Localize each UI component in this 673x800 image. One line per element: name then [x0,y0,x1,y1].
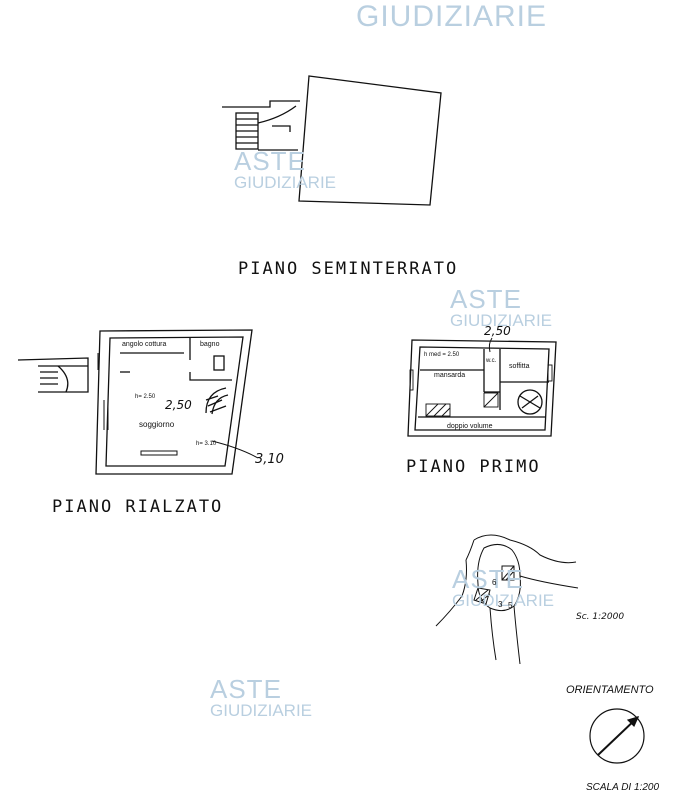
site-map [435,534,579,665]
site-plot-6: 6 [492,578,497,587]
rialzato-stair [205,387,229,415]
room-label-bagno: bagno [200,341,220,348]
watermark-brand-top: ASTE [450,284,522,314]
handwritten-primo-250: 2,50 [484,324,511,338]
primo-hatch [409,364,553,417]
rialzato-inner [105,336,244,467]
handwritten-250: 2,50 [165,398,192,412]
watermark-4: ASTE GIUDIZIARIE [210,676,312,719]
floor-title-seminterrato: PIANO SEMINTERRATO [238,259,459,279]
floor-title-primo: PIANO PRIMO [406,457,541,477]
seminterrato-stair [222,100,300,151]
room-label-angolo-cottura: angolo cottura [122,341,167,348]
primo-stair [517,389,543,415]
rialzato-partitions [120,338,232,381]
room-label-doppio-volume: doppio volume [447,423,493,430]
compass-icon [589,708,645,764]
rialzato-windows [97,353,178,456]
watermark-brand-top: ASTE [452,564,524,594]
scale-label: SCALA DI 1:200 [586,782,660,793]
rialzato-dim-arrow [211,440,259,459]
watermark-3: ASTE GIUDIZIARIE [452,566,554,609]
floor-title-rialzato: PIANO RIALZATO [52,497,224,517]
watermark-brand-bottom: GIUDIZIARIE [210,701,313,720]
watermark-brand-top: ASTE [234,146,306,176]
room-label-mansarda: mansarda [434,372,466,379]
room-label-soggiorno: soggiorno [139,420,175,429]
watermark-brand-top: ASTE [210,674,282,704]
orientamento-label: ORIENTAMENTO [566,684,654,696]
watermark-brand-bottom: GIUDIZIARIE [452,591,555,610]
seminterrato-outline [298,75,442,206]
watermark-1: ASTE GIUDIZIARIE [234,148,336,191]
height-label-med: h med = 2.50 [424,352,460,358]
watermark-top: GIUDIZIARIE [356,2,547,32]
primo-partitions [418,349,549,418]
primo-inner [414,346,550,431]
room-label-wc: w.c. [486,358,497,364]
site-plot-3: 3 [498,600,503,609]
site-plot-5: 5 [508,601,513,610]
watermark-brand-bottom: GIUDIZIARIE [450,311,553,330]
primo-outer [407,339,557,437]
site-scale-note: Sc. 1:2000 [576,612,625,622]
watermark-brand-bottom: GIUDIZIARIE [234,173,337,192]
watermark-brand-bottom: GIUDIZIARIE [356,0,548,33]
room-label-soffitta: soffitta [509,363,530,370]
height-label-250: h= 2.50 [135,394,156,400]
rialzato-outer [95,329,253,475]
watermark-2: ASTE GIUDIZIARIE [450,286,552,329]
rialzato-external-stair [17,357,89,393]
primo-dim-arrow [488,337,493,353]
handwritten-310: 3,10 [255,452,284,467]
height-label-310: h= 3.10 [196,441,217,447]
